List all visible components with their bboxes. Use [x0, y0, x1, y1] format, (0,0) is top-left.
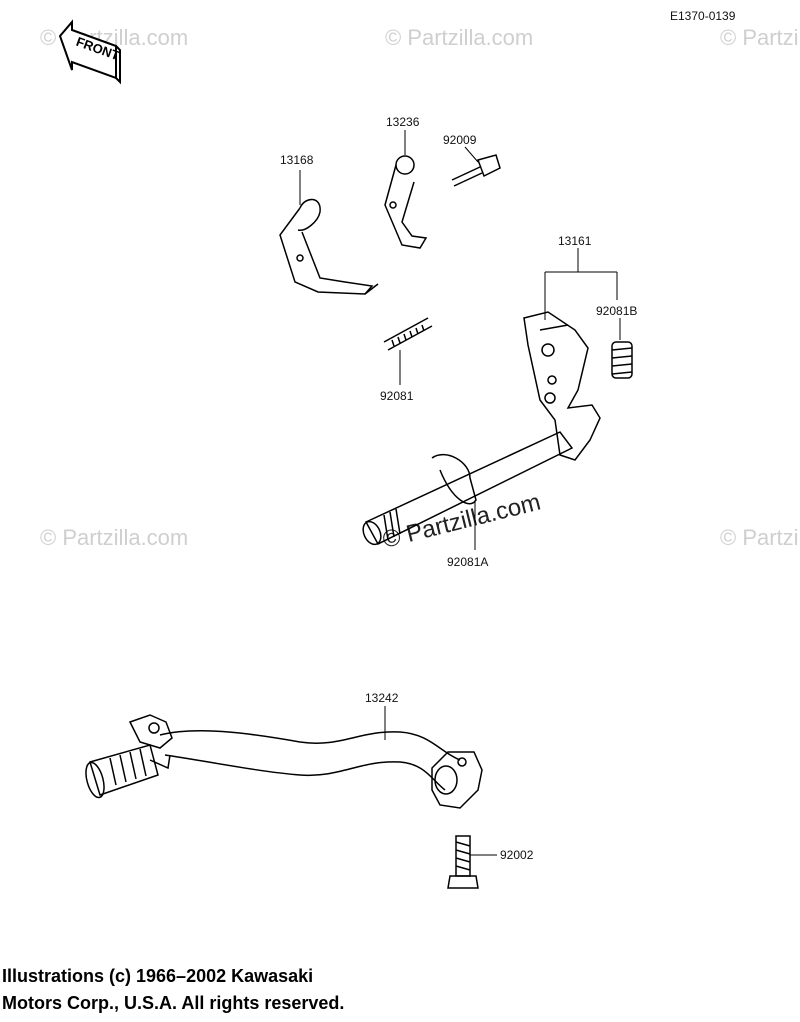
part-label-92081B: 92081B — [596, 304, 637, 318]
parts-diagram: © Partzilla.com © Partzilla.com © Partzi… — [40, 9, 800, 889]
part-13236-illustration — [384, 155, 428, 249]
part-label-13236: 13236 — [386, 115, 420, 129]
part-13161-illustration — [362, 311, 601, 546]
part-label-13168: 13168 — [280, 153, 314, 167]
part-13242-illustration — [85, 714, 483, 809]
copyright-line-1: Illustrations (c) 1966–2002 Kawasaki — [2, 966, 314, 986]
part-92009-illustration — [451, 154, 501, 187]
part-label-92002: 92002 — [500, 848, 534, 862]
part-92002-illustration — [447, 835, 479, 889]
copyright-line-2: Motors Corp., U.S.A. All rights reserved… — [2, 993, 345, 1013]
watermark-top-center: © Partzilla.com — [385, 25, 533, 50]
watermark-mid-left: © Partzilla.com — [40, 525, 188, 550]
copyright-notice: Illustrations (c) 1966–2002 Kawasaki Mot… — [2, 963, 344, 1017]
front-arrow-icon: FRONT — [58, 19, 121, 85]
watermark-top-right: © Partzilla.com — [720, 25, 800, 50]
watermark-center: © Partzilla.com — [380, 489, 543, 554]
part-label-92081A: 92081A — [447, 555, 488, 569]
part-92081-illustration — [383, 317, 433, 351]
diagram-code: E1370-0139 — [670, 9, 736, 23]
part-label-13242: 13242 — [365, 691, 399, 705]
part-92081B-illustration — [611, 341, 633, 379]
part-label-92009: 92009 — [443, 133, 477, 147]
part-label-13161: 13161 — [558, 234, 592, 248]
part-13168-illustration — [279, 198, 379, 295]
part-label-92081: 92081 — [380, 389, 414, 403]
watermark-mid-right: © Partzilla.com — [720, 525, 800, 550]
